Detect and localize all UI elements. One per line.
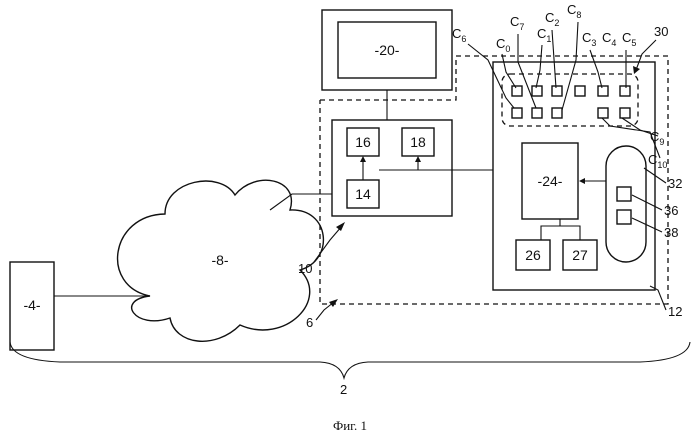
cell-c7b [552, 108, 562, 118]
ref-36: 36 [664, 203, 678, 218]
label-c8: C8 [567, 2, 581, 20]
brace-2 [10, 342, 690, 378]
element-36 [617, 187, 631, 201]
cell-c0 [512, 86, 522, 96]
label-c1: C1 [537, 26, 551, 44]
label-c7: C7 [510, 14, 524, 32]
label-c0: C0 [496, 36, 510, 54]
block-26-label: 26 [525, 247, 541, 263]
ref-38: 38 [664, 225, 678, 240]
element-32 [606, 146, 646, 262]
ref-30: 30 [654, 24, 668, 39]
cell-c7 [532, 108, 542, 118]
block-14-label: 14 [355, 186, 371, 202]
leader-6-arrow [329, 299, 338, 307]
ref-10: 10 [298, 261, 312, 276]
cell-c2 [552, 86, 562, 96]
label-c2: C2 [545, 10, 559, 28]
cell-c1 [532, 86, 542, 96]
figure-caption: Фиг. 1 [333, 418, 367, 433]
label-c3: C3 [582, 30, 596, 48]
label-c5: C5 [622, 30, 636, 48]
cell-c10 [598, 108, 608, 118]
block-24-label: -24- [538, 173, 563, 189]
ref-6: 6 [306, 315, 313, 330]
label-c6: C6 [452, 26, 466, 44]
block-18-label: 18 [410, 134, 426, 150]
cell-c5 [620, 86, 630, 96]
label-c4: C4 [602, 30, 616, 48]
cell-c8 [575, 86, 585, 96]
block-16-label: 16 [355, 134, 371, 150]
cell-c3 [598, 86, 608, 96]
display-20-label: -20- [375, 42, 400, 58]
ref-2: 2 [340, 382, 347, 397]
block-27-label: 27 [572, 247, 588, 263]
ref-32: 32 [668, 176, 682, 191]
cell-c6 [512, 108, 522, 118]
ref-12: 12 [668, 304, 682, 319]
terminal-block-4-label: -4- [23, 297, 40, 313]
element-38 [617, 210, 631, 224]
cell-c9 [620, 108, 630, 118]
leader-10-arrow [336, 222, 345, 231]
network-cloud-8-label: -8- [211, 252, 228, 268]
